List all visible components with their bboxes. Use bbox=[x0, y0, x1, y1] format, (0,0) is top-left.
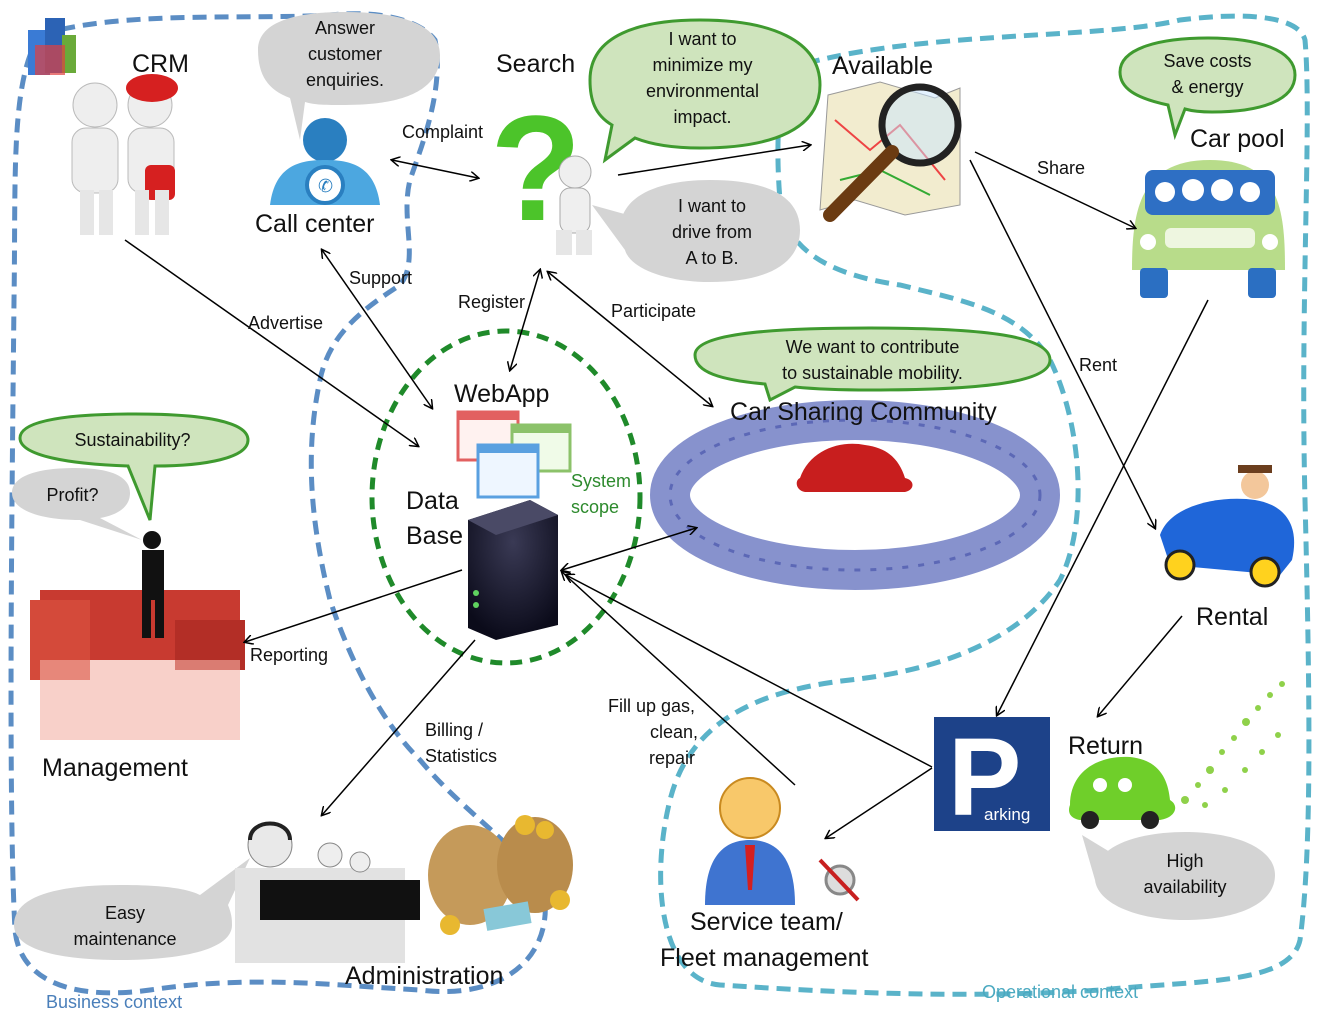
connector-search-webapp bbox=[510, 270, 540, 370]
edge-billing-line2: Statistics bbox=[425, 746, 498, 766]
business-context-label: Business context bbox=[46, 992, 183, 1012]
bubble-high bbox=[1082, 832, 1275, 920]
webapp-windows-icon bbox=[456, 410, 572, 499]
node-webapp: WebApp bbox=[454, 380, 550, 408]
search-question-icon: ? bbox=[490, 84, 592, 255]
node-administration: Administration bbox=[345, 962, 504, 990]
node-database-line1: Data bbox=[406, 487, 459, 515]
rental-car-icon bbox=[1160, 465, 1295, 588]
edge-advertise: Advertise bbox=[248, 313, 324, 333]
connector-crm-database bbox=[124, 239, 418, 446]
edge-share: Share bbox=[1037, 158, 1086, 178]
bubble-save bbox=[1118, 36, 1297, 141]
bubble-save-text: Save costs& energy bbox=[1163, 51, 1252, 97]
bubble-easy bbox=[14, 858, 250, 960]
system-scope-line2: scope bbox=[571, 497, 620, 517]
svg-text:✆: ✆ bbox=[318, 176, 333, 197]
bubble-drive bbox=[592, 180, 800, 282]
edge-participate: Participate bbox=[611, 301, 697, 321]
node-available: Available bbox=[832, 52, 934, 80]
node-service-line2: Fleet management bbox=[660, 944, 869, 972]
edge-fillup-line2: clean, bbox=[650, 722, 699, 742]
connector-parking-service bbox=[826, 767, 933, 838]
svg-text:P: P bbox=[948, 716, 1021, 839]
edge-billing-line1: Billing / bbox=[425, 720, 484, 740]
parking-sign-icon: P bbox=[934, 716, 1050, 839]
business-context-boundary bbox=[8, 11, 548, 996]
edge-reporting: Reporting bbox=[250, 645, 329, 665]
connector-database-community bbox=[562, 528, 696, 570]
bubble-profit-text: Profit? bbox=[46, 485, 99, 505]
map-magnifier-icon bbox=[819, 81, 962, 222]
connector-database-management bbox=[245, 569, 463, 642]
connector-call-search bbox=[392, 160, 478, 178]
edge-complaint: Complaint bbox=[402, 122, 484, 142]
car-pool-icon bbox=[1132, 160, 1285, 298]
node-crm: CRM bbox=[132, 50, 189, 78]
community-ring-icon bbox=[650, 400, 1060, 590]
node-community: Car Sharing Community bbox=[730, 398, 997, 426]
bubble-answer bbox=[258, 12, 440, 140]
node-service-line1: Service team/ bbox=[690, 908, 843, 936]
node-return: Return bbox=[1068, 732, 1144, 760]
management-building-icon bbox=[30, 531, 245, 740]
connector-available-carpool bbox=[974, 151, 1135, 228]
system-scope-boundary bbox=[369, 328, 643, 666]
money-bags-icon bbox=[428, 815, 573, 935]
database-server-icon bbox=[468, 500, 558, 640]
bubble-contribute bbox=[693, 326, 1052, 403]
operational-context-label: Operational context bbox=[982, 982, 1139, 1002]
connector-search-available bbox=[617, 145, 810, 176]
edge-register: Register bbox=[458, 292, 526, 312]
edge-support: Support bbox=[349, 268, 413, 288]
emission-dots-icon bbox=[1181, 681, 1285, 808]
edge-fillup-line3: repair bbox=[649, 748, 696, 768]
bubble-sustainability-text: Sustainability? bbox=[74, 430, 191, 450]
edge-fillup-line1: Fill up gas, bbox=[608, 696, 696, 716]
node-car-pool: Car pool bbox=[1190, 125, 1285, 153]
bubble-profit bbox=[12, 468, 142, 540]
buildings-icon bbox=[28, 18, 76, 75]
connector-database-admin bbox=[322, 639, 476, 815]
parking-sign-text: arking bbox=[984, 805, 1031, 824]
return-car-icon bbox=[1069, 756, 1176, 829]
node-management: Management bbox=[42, 754, 188, 782]
system-scope-line1: System bbox=[571, 471, 632, 491]
node-rental: Rental bbox=[1196, 603, 1269, 631]
node-database-line2: Base bbox=[406, 522, 463, 550]
admin-operators-icon bbox=[235, 821, 420, 963]
node-call-center: Call center bbox=[255, 210, 375, 238]
connector-service-database bbox=[562, 572, 796, 786]
connector-search-community bbox=[548, 272, 712, 406]
operational-context-boundary bbox=[658, 13, 1312, 997]
edge-rent: Rent bbox=[1079, 355, 1118, 375]
bubble-minimize bbox=[588, 18, 822, 164]
connector-available-rental bbox=[969, 159, 1155, 528]
connector-rental-return bbox=[1098, 615, 1183, 716]
handshake-icon bbox=[71, 74, 178, 235]
node-search: Search bbox=[496, 50, 576, 78]
call-center-icon: ✆ bbox=[270, 118, 380, 205]
connector-parking-database bbox=[566, 575, 933, 768]
service-person-icon bbox=[705, 777, 860, 905]
connector-carpool-parking bbox=[997, 299, 1209, 715]
connector-callcenter-webapp bbox=[322, 250, 432, 408]
bubble-sustainability bbox=[18, 412, 250, 521]
